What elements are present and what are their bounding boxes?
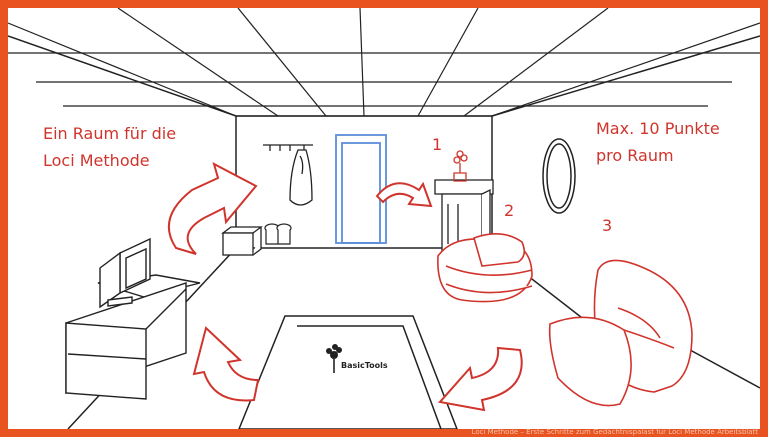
arrow-door	[375, 181, 433, 208]
tv-cabinet	[65, 274, 201, 400]
arrow-bottom-right	[438, 346, 523, 412]
logo-text: BasicTools	[341, 361, 388, 370]
number-2: 2	[504, 201, 514, 220]
basictools-logo	[326, 344, 342, 373]
illustration-frame: BasicTools Ein Raum für die Loci Methode…	[8, 8, 760, 429]
room-illustration: BasicTools Ein Raum für die Loci Methode…	[8, 8, 760, 429]
rug	[238, 315, 458, 429]
coat-rack	[263, 144, 313, 206]
lectern	[434, 179, 494, 253]
ceiling-grid	[8, 8, 760, 117]
slippers	[264, 223, 292, 245]
armchair-3	[548, 259, 693, 407]
number-3: 3	[602, 216, 612, 235]
door	[335, 134, 387, 244]
number-1: 1	[432, 135, 442, 154]
oval-mirror	[542, 138, 576, 214]
max-points-line-1: Max. 10 Punkte	[596, 119, 720, 138]
television	[99, 237, 151, 309]
arrow-top-left	[167, 162, 258, 255]
title-line-2: Loci Methode	[43, 151, 150, 170]
small-box	[221, 226, 263, 256]
image-caption: Loci Methode – Erste Schritte zum Gedäch…	[471, 428, 758, 436]
title-line-1: Ein Raum für die	[43, 124, 176, 143]
arrow-bottom-left	[192, 326, 260, 402]
flower-vase	[453, 150, 468, 182]
chair-2	[437, 233, 533, 303]
max-points-line-2: pro Raum	[596, 146, 674, 165]
